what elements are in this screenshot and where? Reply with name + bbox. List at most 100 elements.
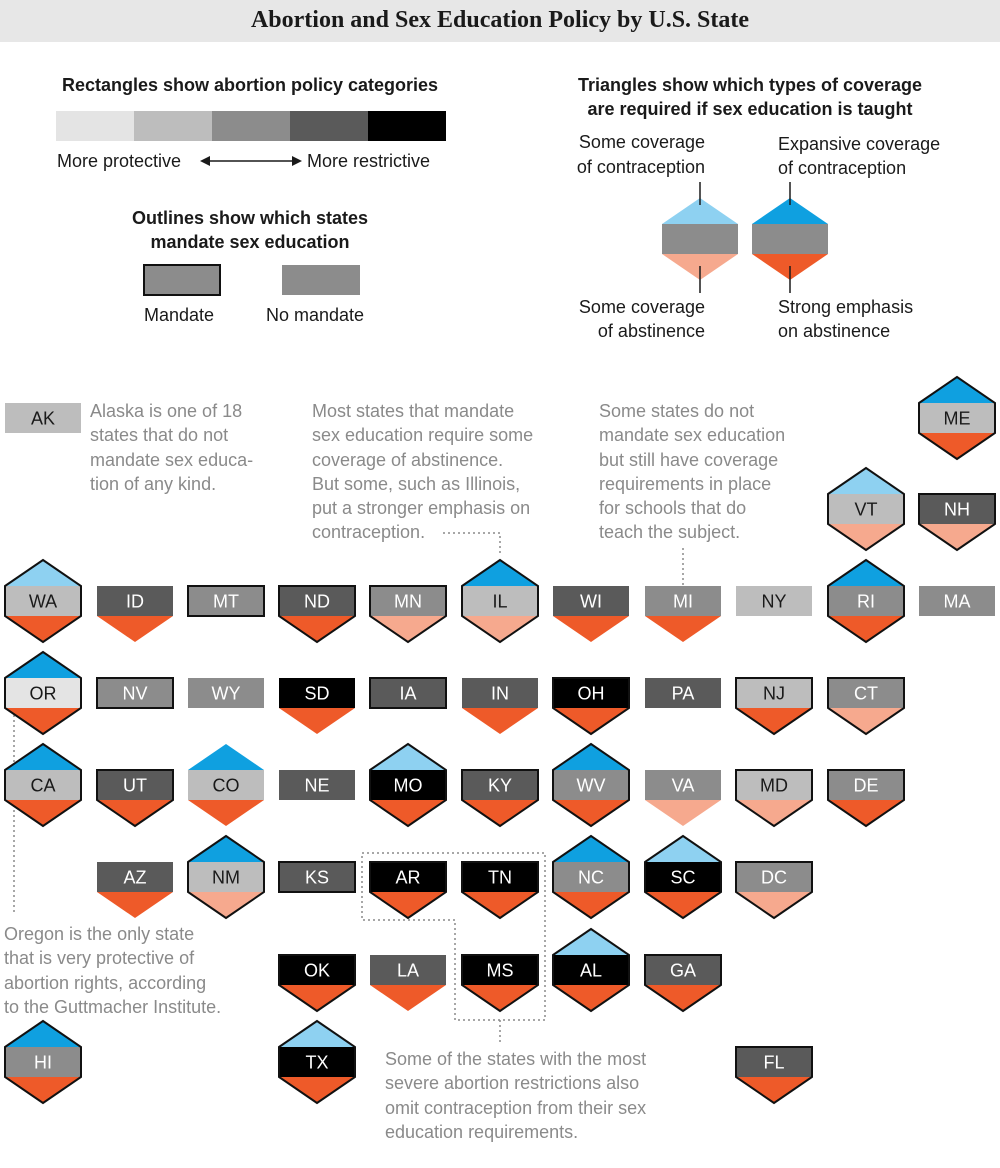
note-line: sex education require some — [312, 425, 534, 446]
state-label: PA — [672, 684, 695, 704]
state-label: DC — [761, 868, 787, 888]
mandate-outline — [96, 769, 174, 828]
mandate-outline — [735, 677, 813, 736]
contraception-triangle — [188, 744, 264, 770]
abstinence-triangle — [462, 985, 538, 1011]
alaska-note: Alaska is one of 18 states that do not m… — [90, 399, 253, 496]
policy-rect — [279, 862, 355, 892]
policy-rect — [736, 586, 812, 616]
state-label: WI — [580, 592, 602, 612]
note-line: Alaska is one of 18 — [90, 401, 243, 421]
mandate-outline — [4, 742, 82, 828]
contraception-triangle — [828, 468, 904, 494]
abstinence-triangle — [5, 708, 81, 734]
state-tile-nv: NV — [96, 677, 174, 709]
state-tile-ky: KY — [461, 769, 539, 828]
policy-rect — [370, 586, 446, 616]
contraception-triangle — [645, 836, 721, 862]
state-tile-mo: MO — [369, 742, 447, 828]
mandate-outline — [278, 585, 356, 644]
state-label: NV — [122, 684, 147, 704]
state-label: NM — [212, 868, 240, 888]
mandate-outline — [644, 834, 722, 920]
state-label: TX — [305, 1053, 328, 1073]
state-tile-nj: NJ — [735, 677, 813, 736]
state-tile-wy: WY — [188, 678, 264, 708]
mandate-outline — [369, 677, 447, 709]
contraception-triangle — [553, 836, 629, 862]
state-tile-or: OR — [4, 650, 82, 736]
policy-rect — [370, 955, 446, 985]
state-label: VA — [672, 776, 695, 796]
policy-rect — [553, 678, 629, 708]
some-contraception-label-1: Some coverage — [578, 132, 705, 152]
abstinence-triangle — [462, 892, 538, 918]
policy-color-scale — [56, 111, 446, 141]
abstinence-triangle — [97, 892, 173, 918]
abstinence-triangle — [553, 616, 629, 642]
state-label: MO — [394, 776, 423, 796]
abstinence-triangle — [828, 708, 904, 734]
policy-rect — [919, 586, 995, 616]
state-label: SD — [304, 684, 329, 704]
state-tile-ut: UT — [96, 769, 174, 828]
state-label: ID — [126, 592, 144, 612]
contraception-triangle — [919, 377, 995, 403]
abstinence-triangle — [279, 708, 355, 734]
policy-rect — [97, 586, 173, 616]
state-label: HI — [34, 1053, 52, 1073]
state-label: AL — [580, 961, 602, 981]
abstinence-triangle — [5, 1077, 81, 1103]
state-tile-wi: WI — [553, 586, 629, 642]
abstinence-triangle — [645, 985, 721, 1011]
state-tile-ma: MA — [919, 586, 995, 616]
policy-rect — [188, 770, 264, 800]
state-tile-ks: KS — [278, 861, 356, 893]
note-line: requirements in place — [599, 473, 772, 494]
policy-rect — [279, 955, 355, 985]
contraception-triangle — [188, 836, 264, 862]
state-tile-ny: NY — [736, 586, 812, 616]
state-label: AR — [395, 868, 420, 888]
abstinence-triangle — [736, 800, 812, 826]
state-tile-mt: MT — [187, 585, 265, 617]
mandate-outline — [552, 677, 630, 736]
policy-rect — [188, 678, 264, 708]
contraception-triangle — [828, 560, 904, 586]
mandate-outline — [461, 558, 539, 644]
policy-rect — [279, 678, 355, 708]
note-line: education requirements. — [385, 1121, 579, 1142]
abstinence-triangle — [828, 800, 904, 826]
policy-rect — [462, 955, 538, 985]
abstinence-triangle — [279, 1077, 355, 1103]
abstinence-triangle — [919, 524, 995, 550]
state-label: NH — [944, 500, 970, 520]
abstinence-triangle — [462, 616, 538, 642]
note-line: mandate sex educa- — [90, 449, 254, 470]
more-protective-label: More protective — [57, 151, 182, 171]
contraception-triangle — [553, 744, 629, 770]
state-label: NE — [304, 776, 329, 796]
legend-outline-heading-2: mandate sex education — [150, 232, 350, 252]
note-line: tion of any kind. — [90, 473, 217, 494]
expansive-contraception-label-2: of contraception — [778, 158, 907, 178]
page-title: Abortion and Sex Education Policy by U.S… — [250, 7, 750, 33]
mandate-outline — [735, 861, 813, 920]
note-line: teach the subject. — [599, 522, 741, 543]
note-line: But some, such as Illinois, — [312, 473, 521, 494]
policy-rect — [645, 770, 721, 800]
note-line: to the Guttmacher Institute. — [4, 996, 222, 1017]
triangle-legend-examples — [662, 182, 828, 293]
mandate-outline — [552, 834, 630, 920]
state-label: KY — [488, 776, 512, 796]
state-tile-tx: TX — [278, 1019, 356, 1105]
policy-rect — [462, 770, 538, 800]
state-tile-ct: CT — [827, 677, 905, 736]
note-line: contraception. — [312, 522, 426, 543]
policy-rect — [279, 1047, 355, 1077]
state-tile-nh: NH — [918, 493, 996, 552]
state-label: SC — [670, 868, 695, 888]
mandate-outline — [918, 375, 996, 461]
state-label: IL — [492, 592, 507, 612]
